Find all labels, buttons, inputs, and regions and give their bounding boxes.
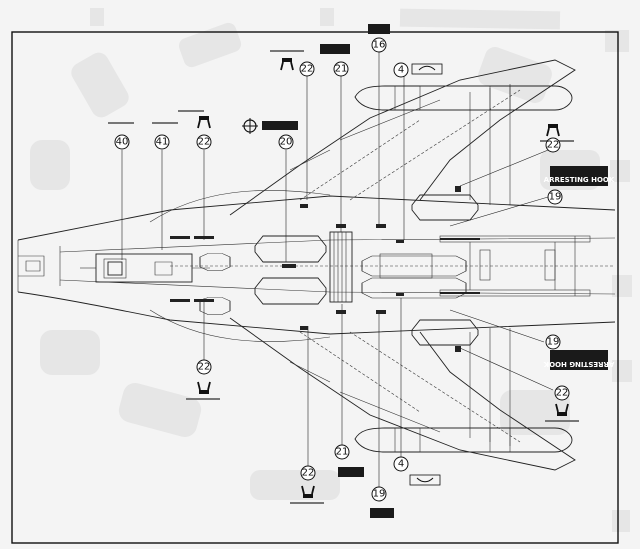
- callout: 22: [545, 137, 561, 153]
- svg-text:22: 22: [302, 468, 315, 479]
- arresting-hook-tag-bottom: ARRESTING HOOK: [543, 350, 614, 370]
- svg-text:22: 22: [198, 137, 211, 148]
- callout: 16: [371, 37, 387, 53]
- diagram-frame: [11, 31, 619, 544]
- arresting-hook-tag-top: ARRESTING HOOK: [544, 166, 615, 186]
- callout: 4: [393, 456, 409, 472]
- arresting-hook-label-inverted: ARRESTING HOOK: [543, 360, 614, 368]
- clamp-icon: [197, 381, 211, 394]
- svg-text:19: 19: [373, 489, 386, 500]
- decal-tag: [368, 24, 390, 34]
- callout: 22: [196, 359, 212, 375]
- clamp-icon: [280, 58, 294, 71]
- decal-tag: [262, 121, 298, 130]
- callout: 21: [333, 61, 349, 77]
- svg-text:21: 21: [336, 447, 349, 458]
- svg-text:22: 22: [556, 388, 569, 399]
- svg-text:20: 20: [280, 137, 293, 148]
- clamp-icon: [301, 485, 315, 498]
- decal-tag: [338, 467, 364, 477]
- callout: 22: [300, 465, 316, 481]
- svg-text:41: 41: [156, 137, 169, 148]
- decal-tag: [409, 474, 441, 486]
- svg-text:4: 4: [398, 65, 404, 76]
- svg-text:16: 16: [373, 40, 386, 51]
- ghost-artwork: [30, 8, 632, 532]
- aircraft-outline: [17, 59, 616, 471]
- callout: 19: [371, 486, 387, 502]
- svg-text:22: 22: [547, 140, 560, 151]
- svg-text:4: 4: [398, 459, 404, 470]
- clamp-icon: [546, 124, 560, 137]
- decal-tag: [320, 44, 350, 54]
- callout: 40: [114, 134, 130, 150]
- clamp-icon: [197, 116, 211, 129]
- callout: 20: [278, 134, 294, 150]
- callout: 19: [545, 334, 561, 350]
- callout: 21: [334, 444, 350, 460]
- callout: 22: [196, 134, 212, 150]
- decal-tag: [370, 508, 394, 518]
- svg-text:22: 22: [301, 64, 314, 75]
- svg-text:21: 21: [335, 64, 348, 75]
- leader-lines: [121, 52, 554, 494]
- svg-text:19: 19: [549, 192, 562, 203]
- decal-tag: [411, 63, 443, 75]
- callout: 19: [547, 189, 563, 205]
- callout: 22: [299, 61, 315, 77]
- crosshair-icon: [242, 118, 258, 134]
- arresting-hook-label: ARRESTING HOOK: [544, 176, 615, 184]
- svg-text:22: 22: [198, 362, 211, 373]
- svg-text:40: 40: [116, 137, 129, 148]
- callout: 41: [154, 134, 170, 150]
- callout: 22: [554, 385, 570, 401]
- decal-icons: [108, 24, 579, 518]
- callout: 4: [393, 62, 409, 78]
- clamp-icon: [555, 403, 569, 416]
- svg-text:19: 19: [547, 337, 560, 348]
- callouts: 40 41 22 20 22 21 16 4 22 19 19 22 22 21…: [114, 37, 570, 502]
